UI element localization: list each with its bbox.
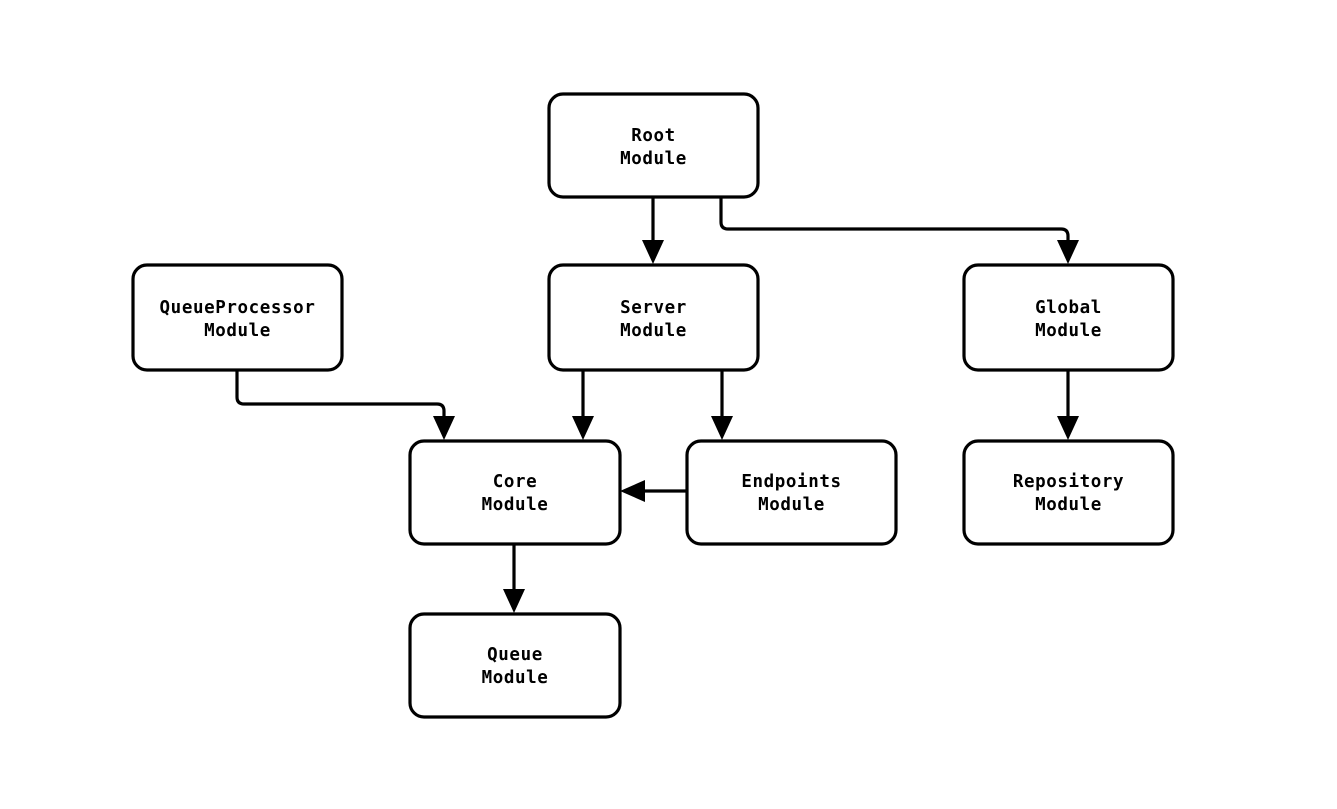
edge-server-to-endpoints: [711, 370, 733, 440]
node-queue-module-label-line1: Queue: [487, 645, 543, 665]
node-core-module-label-line2: Module: [482, 495, 549, 515]
node-endpoints-module-box[interactable]: [685, 439, 898, 546]
edge-root-to-server: [642, 197, 664, 264]
node-global-module-box[interactable]: [962, 263, 1175, 372]
edge-layer: [235, 197, 1079, 613]
edge-core-to-queue-arrowhead: [503, 589, 525, 613]
edge-root-to-global-line: [719, 197, 1070, 243]
node-root-module[interactable]: Root Module: [547, 92, 760, 199]
node-server-module[interactable]: Server Module: [547, 263, 760, 372]
node-server-module-label-line1: Server: [620, 298, 687, 318]
node-queueprocessor-module-label-line2: Module: [204, 321, 271, 341]
node-queueprocessor-module-label-line1: QueueProcessor: [160, 298, 316, 318]
node-global-module-label-line1: Global: [1035, 298, 1102, 318]
edge-endpoints-to-core: [620, 480, 687, 502]
edge-server-to-core: [572, 370, 594, 440]
node-global-module[interactable]: Global Module: [962, 263, 1175, 372]
node-layer: Root Module QueueProcessor Module Server…: [131, 92, 1175, 719]
edge-queueprocessor-to-core-arrowhead: [433, 416, 455, 440]
edge-root-to-global: [719, 197, 1079, 264]
node-global-module-label-line2: Module: [1035, 321, 1102, 341]
node-root-module-label-line2: Module: [620, 149, 687, 169]
node-repository-module-label-line1: Repository: [1013, 472, 1124, 492]
node-server-module-label-line2: Module: [620, 321, 687, 341]
node-queue-module-label-line2: Module: [482, 668, 549, 688]
edge-root-to-global-arrowhead: [1057, 240, 1079, 264]
node-repository-module-label-line2: Module: [1035, 495, 1102, 515]
node-queue-module-box[interactable]: [408, 612, 622, 719]
edge-endpoints-to-core-arrowhead: [620, 480, 645, 502]
node-endpoints-module[interactable]: Endpoints Module: [685, 439, 898, 546]
node-repository-module[interactable]: Repository Module: [962, 439, 1175, 546]
node-core-module-label-line1: Core: [493, 472, 538, 492]
edge-server-to-endpoints-arrowhead: [711, 416, 733, 440]
node-queueprocessor-module[interactable]: QueueProcessor Module: [131, 263, 344, 372]
node-queueprocessor-module-box[interactable]: [131, 263, 344, 372]
node-server-module-box[interactable]: [547, 263, 760, 372]
node-endpoints-module-label-line1: Endpoints: [741, 472, 841, 492]
edge-server-to-core-arrowhead: [572, 416, 594, 440]
node-endpoints-module-label-line2: Module: [758, 495, 825, 515]
node-root-module-box[interactable]: [547, 92, 760, 199]
edge-core-to-queue: [503, 544, 525, 613]
node-core-module[interactable]: Core Module: [408, 439, 622, 546]
node-core-module-box[interactable]: [408, 439, 622, 546]
edge-root-to-server-arrowhead: [642, 240, 664, 264]
node-queue-module[interactable]: Queue Module: [408, 612, 622, 719]
node-repository-module-box[interactable]: [962, 439, 1175, 546]
edge-global-to-repository: [1057, 370, 1079, 440]
edge-queueprocessor-to-core: [235, 370, 455, 440]
edge-queueprocessor-to-core-line: [235, 370, 446, 419]
node-root-module-label-line1: Root: [631, 126, 676, 146]
edge-global-to-repository-arrowhead: [1057, 416, 1079, 440]
